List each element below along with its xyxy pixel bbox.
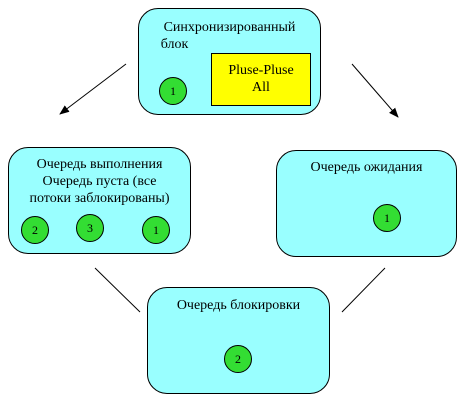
token-label: 2 <box>32 223 38 237</box>
arrow-to-run-queue <box>59 63 127 115</box>
run-queue-title-line3: потоки заблокированы) <box>29 191 170 206</box>
run-queue-token-2: 3 <box>76 214 104 242</box>
run-queue-token-3: 1 <box>142 216 170 244</box>
pulse-all-box: Pluse-Pluse All <box>211 53 311 106</box>
sync-block: Синхронизированный блок 1 Pluse-Pluse Al… <box>138 8 321 115</box>
wait-queue-title: Очередь ожидания <box>310 160 423 175</box>
token-label: 1 <box>384 211 390 225</box>
wait-queue-token: 1 <box>373 204 401 232</box>
run-queue-title-line1: Очередь выполнения <box>36 157 163 172</box>
block-queue-token: 2 <box>224 345 252 373</box>
token-label: 1 <box>170 84 176 98</box>
pulse-all-line2: All <box>252 80 270 95</box>
sync-block-title-line1: Синхронизированный <box>163 20 296 35</box>
run-queue-token-1: 2 <box>21 216 49 244</box>
block-queue: Очередь блокировки 2 <box>147 287 330 394</box>
token-label: 1 <box>153 223 159 237</box>
token-label: 2 <box>235 352 241 366</box>
block-queue-title: Очередь блокировки <box>176 298 301 313</box>
sync-block-token: 1 <box>159 77 187 105</box>
line-run-to-block <box>94 267 141 313</box>
token-label: 3 <box>87 221 93 235</box>
run-queue-title-line2: Очередь пуста (все <box>42 174 157 189</box>
line-wait-to-block <box>341 267 386 313</box>
sync-block-title-line2: блок <box>160 37 189 52</box>
pulse-all-line1: Pluse-Pluse <box>228 63 294 78</box>
arrow-to-wait-queue <box>351 63 399 118</box>
run-queue: Очередь выполнения Очередь пуста (все по… <box>8 147 191 254</box>
wait-queue: Очередь ожидания 1 <box>276 150 457 257</box>
